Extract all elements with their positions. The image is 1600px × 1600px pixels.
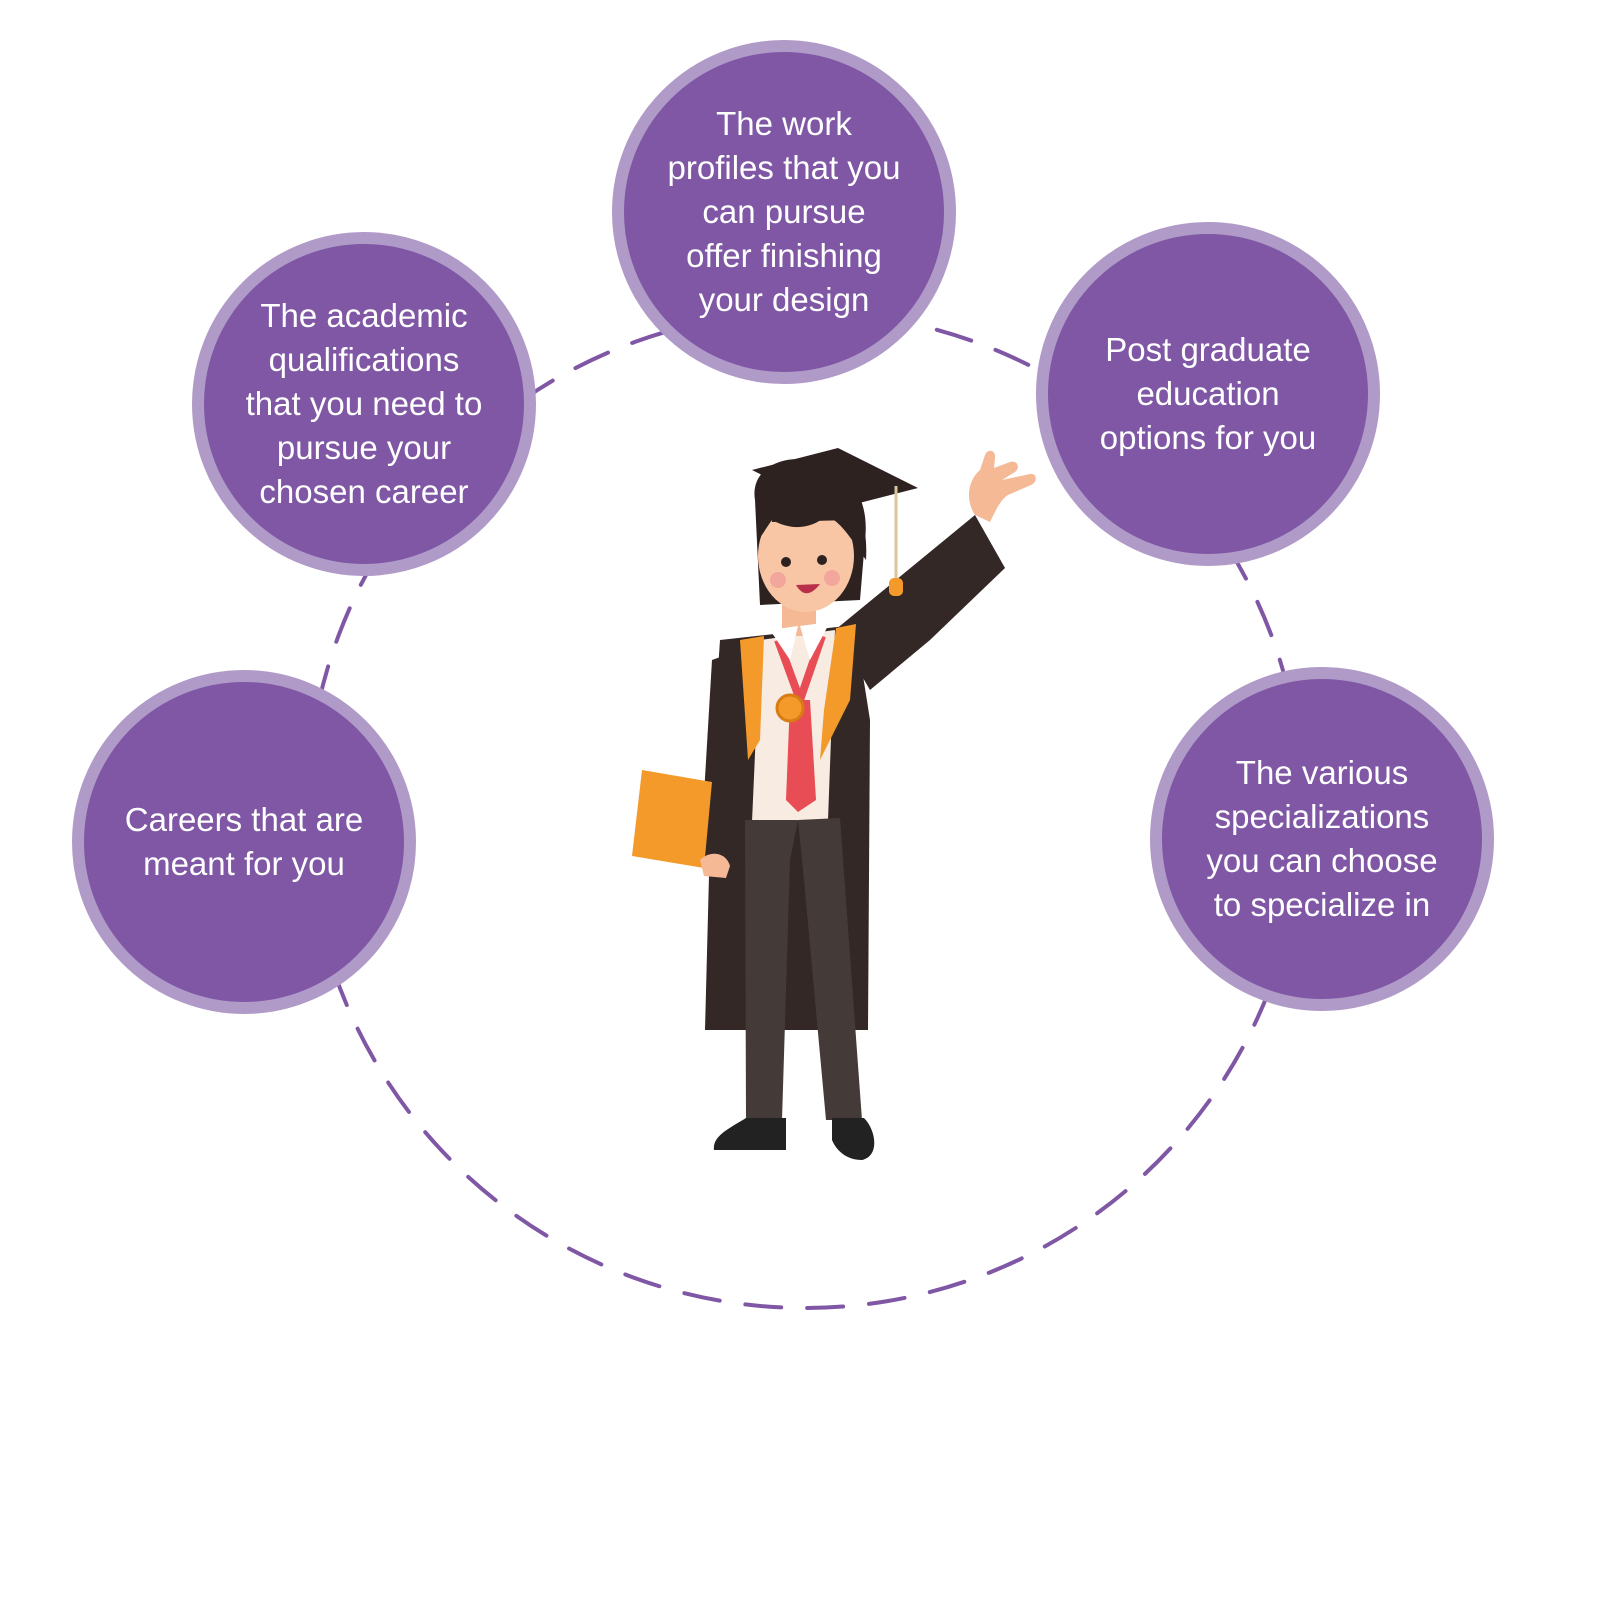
bubble-academic-qualifications: The academic qualifications that you nee… xyxy=(192,232,536,576)
bubble-careers-text: Careers that are meant for you xyxy=(124,801,364,882)
bubble-specializations-text: The various specializations you can choo… xyxy=(1206,754,1438,923)
graduate-illustration xyxy=(632,448,1036,1160)
bubble-specializations: The various specializations you can choo… xyxy=(1150,667,1494,1011)
bubble-post-graduate-options-text: Post graduate education options for you xyxy=(1099,331,1317,456)
bubble-academic-qualifications-text: The academic qualifications that you nee… xyxy=(245,297,483,510)
bubble-post-graduate-options: Post graduate education options for you xyxy=(1036,222,1380,566)
bubble-work-profiles-text: The work profiles that you can pursue of… xyxy=(667,105,901,318)
bubble-work-profiles: The work profiles that you can pursue of… xyxy=(612,40,956,384)
bubble-careers: Careers that are meant for you xyxy=(72,670,416,1014)
